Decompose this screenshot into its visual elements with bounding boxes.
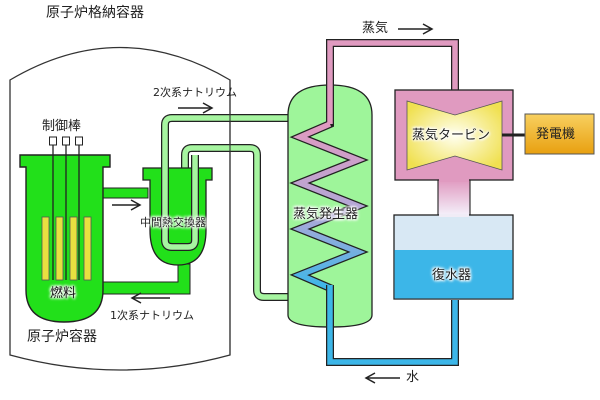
condenser-label: 復水器 — [432, 268, 472, 283]
intermediate-heat-exchanger-label: 中間熱交換器 — [140, 216, 206, 229]
generator — [524, 113, 595, 155]
steam-generator-label: 蒸気発生器 — [293, 207, 359, 222]
primary-hot-leg-pipe — [99, 187, 149, 199]
fuel-assemblies — [41, 216, 92, 281]
steam-turbine — [406, 100, 503, 171]
primary-sodium-label: 1次系ナトリウム — [110, 309, 194, 322]
control-rods-label: 制御棒 — [42, 119, 82, 134]
condenser-water — [394, 250, 513, 299]
secondary-sodium-label: 2次系ナトリウム — [153, 86, 237, 99]
reactor-vessel-label: 原子炉容器 — [27, 329, 97, 345]
control-rods — [49, 136, 83, 280]
primary-cold-arrow — [130, 292, 170, 304]
water-arrow — [364, 372, 400, 384]
primary-hot-arrow — [112, 199, 142, 211]
containment-vessel-label: 原子炉格納容器 — [46, 5, 144, 21]
generator-label: 発電機 — [536, 127, 576, 142]
secondary-sodium-arrow — [178, 102, 214, 114]
turbine-exhaust-duct — [437, 179, 471, 216]
steam-label: 蒸気 — [362, 21, 389, 36]
water-label: 水 — [406, 370, 420, 385]
flow-arrows — [112, 23, 434, 384]
steam-arrow — [398, 23, 434, 35]
fuel-label: 燃料 — [50, 286, 77, 301]
steam-generator — [287, 84, 373, 328]
steam-turbine-label: 蒸気タービン — [412, 128, 491, 143]
